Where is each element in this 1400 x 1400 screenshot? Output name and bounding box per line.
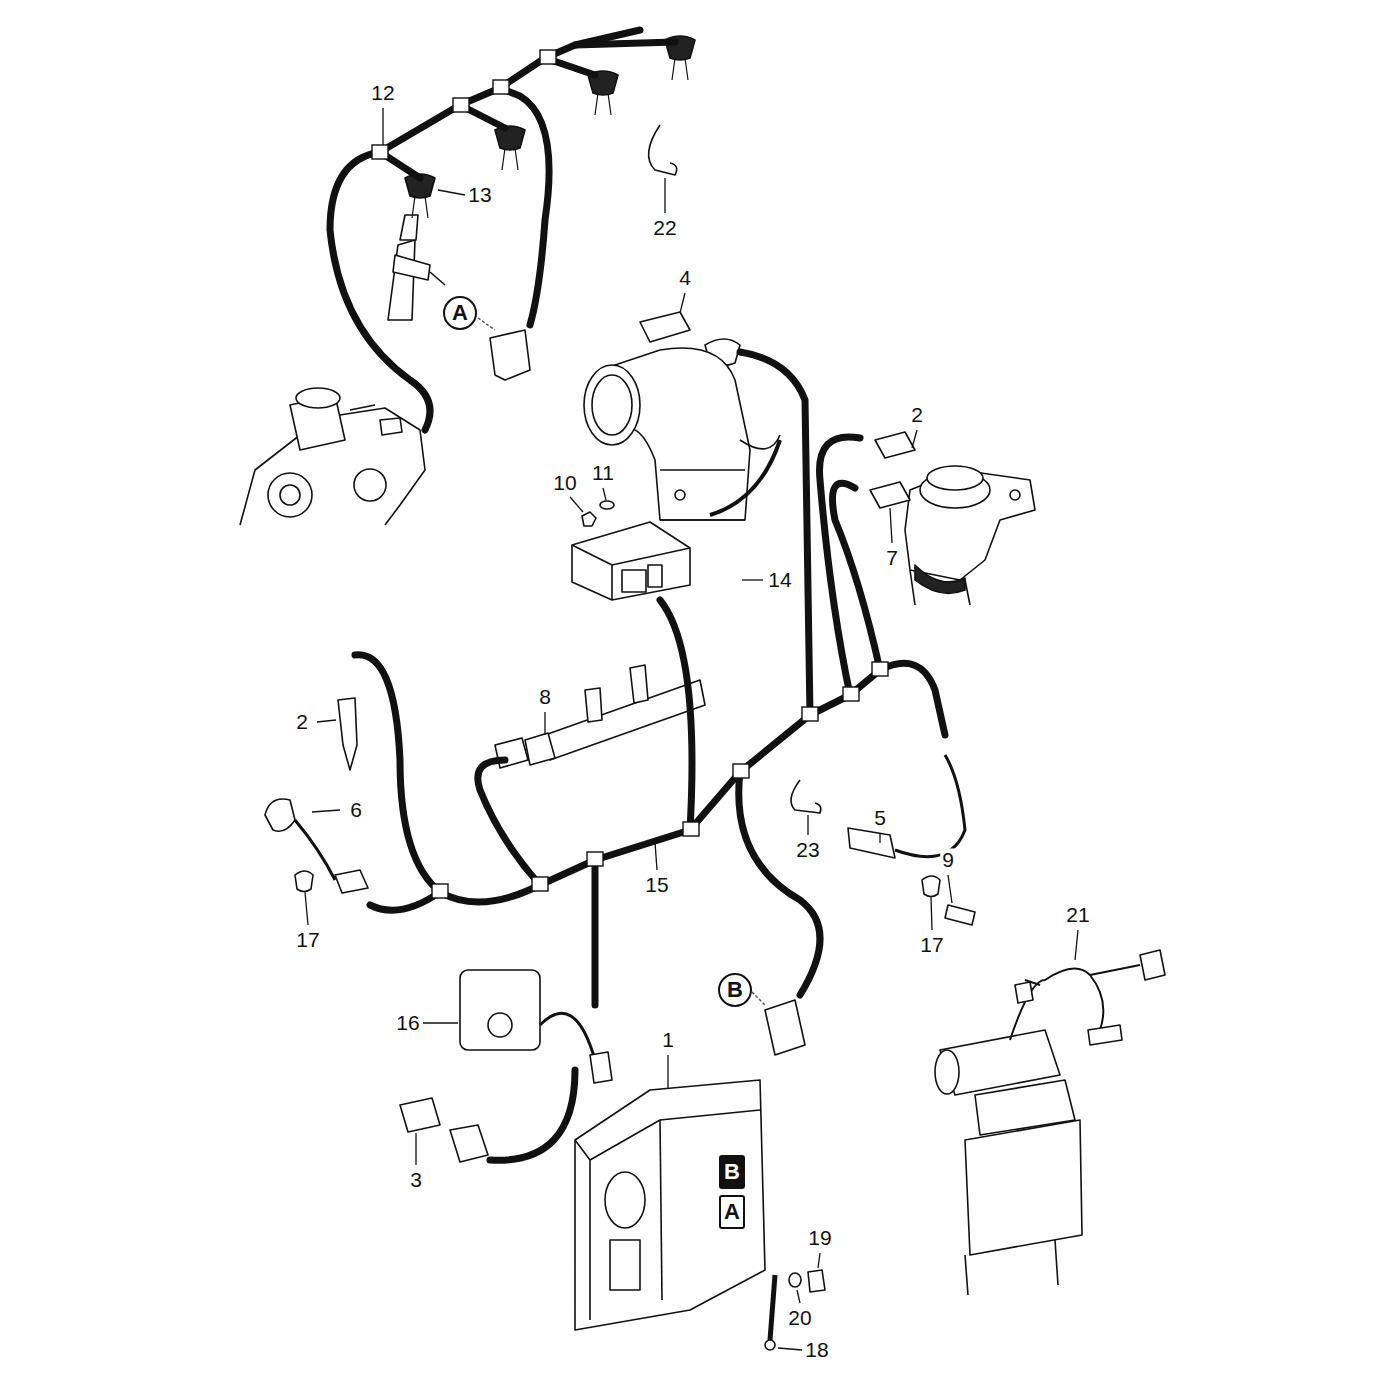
callout-number: 5 <box>872 806 888 829</box>
cable-clip <box>922 876 940 897</box>
fuel-filter-head <box>905 466 1035 605</box>
cable-clip <box>649 125 677 175</box>
speed-sensor <box>265 799 295 831</box>
callout-number: 22 <box>651 216 678 239</box>
node-text: A <box>452 302 468 324</box>
callout-number: 7 <box>884 546 900 569</box>
callout-number: 2 <box>909 403 925 426</box>
sensor-plug <box>450 1125 488 1162</box>
callout-number: 15 <box>643 873 670 896</box>
callout-number: 23 <box>794 838 821 861</box>
sensor <box>640 312 690 342</box>
speed-sensor <box>848 828 895 858</box>
sensor-block <box>460 970 612 1083</box>
pressure-sensor <box>400 1098 440 1132</box>
temperature-sensor <box>338 698 357 770</box>
ground-strap <box>770 1275 775 1340</box>
sensor-plug <box>335 870 368 893</box>
intake-elbow <box>584 348 780 520</box>
washer <box>789 1273 801 1287</box>
cable-clip <box>295 871 313 892</box>
ring-terminal <box>765 1340 775 1350</box>
callout-number: 13 <box>466 183 493 206</box>
injector <box>388 215 445 320</box>
injection-pump <box>240 388 425 525</box>
callout-number: 17 <box>294 928 321 951</box>
node-text: A <box>724 1201 740 1223</box>
sensor <box>870 482 910 508</box>
fuel-rail <box>495 665 705 768</box>
reference-circle: A <box>443 296 477 330</box>
port-label: A <box>719 1195 745 1229</box>
sensor <box>875 432 915 458</box>
callout-number: 16 <box>394 1011 421 1034</box>
callout-number: 20 <box>786 1306 813 1329</box>
callout-number: 12 <box>369 81 396 104</box>
harness-connector <box>765 1000 805 1055</box>
plug <box>1140 950 1165 980</box>
bolt <box>808 1270 825 1292</box>
callout-number: 8 <box>537 685 553 708</box>
wiring-harness <box>330 30 945 1160</box>
port-label: B <box>719 1155 745 1189</box>
callout-number: 19 <box>806 1226 833 1249</box>
reference-arrow <box>478 318 765 1005</box>
callout-number: 17 <box>918 933 945 956</box>
node-text: B <box>727 979 743 1001</box>
control-unit-box <box>572 522 690 600</box>
callout-number: 14 <box>766 568 793 591</box>
reference-circle: B <box>718 973 752 1007</box>
sensor-lead <box>895 755 965 857</box>
callout-number: 21 <box>1064 903 1091 926</box>
plug <box>1015 982 1033 1003</box>
callout-number: 2 <box>294 710 310 733</box>
node-text: B <box>724 1161 740 1183</box>
washer <box>600 501 614 509</box>
callout-number: 4 <box>677 266 693 289</box>
callout-number: 6 <box>348 798 364 821</box>
callout-number: 1 <box>660 1028 676 1051</box>
fuel-filter <box>935 1030 1082 1295</box>
callout-number: 11 <box>590 461 616 484</box>
harness-connector <box>490 330 530 380</box>
callout-number: 10 <box>551 471 578 494</box>
leader-lines <box>305 108 1078 1350</box>
engine-control-unit <box>575 1080 765 1330</box>
harness-junction <box>372 50 888 898</box>
callout-number: 18 <box>803 1338 830 1361</box>
plug <box>1088 1025 1122 1045</box>
callout-number: 9 <box>940 848 956 871</box>
nut <box>582 512 596 526</box>
bolt <box>945 905 975 925</box>
callout-number: 3 <box>408 1168 424 1191</box>
cable-clip <box>791 780 821 813</box>
